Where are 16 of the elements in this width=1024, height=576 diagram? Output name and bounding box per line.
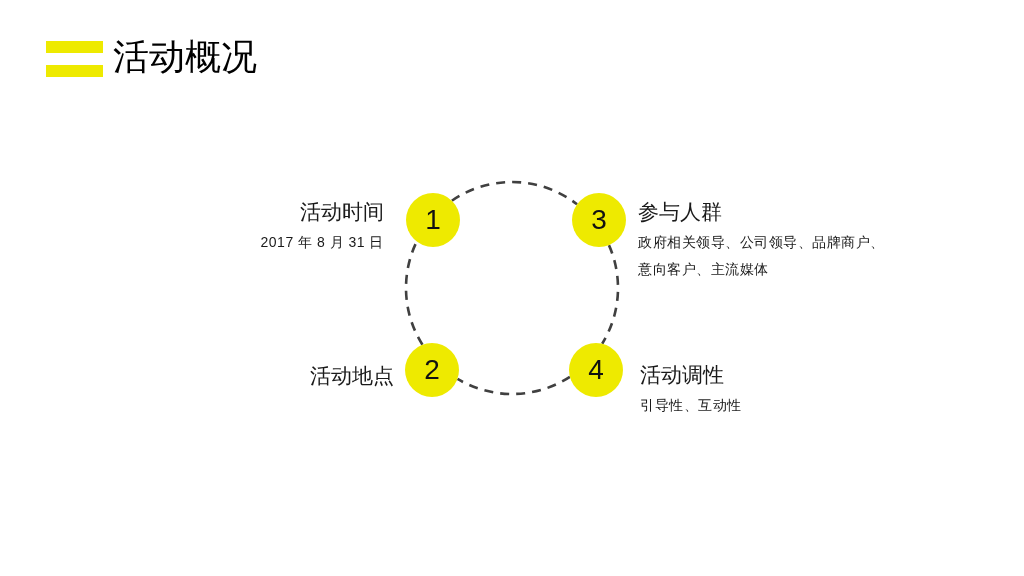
connector-arc — [601, 244, 620, 345]
item-description: 2017 年 8 月 31 日 — [260, 232, 384, 252]
item-description: 引导性、互动性 — [640, 395, 743, 415]
title: 活动概况 — [113, 35, 257, 79]
item-heading: 参与人群 — [638, 199, 722, 226]
item-description: 政府相关领导、公司领导、品牌商户、意向客户、主流媒体 — [638, 232, 886, 279]
number-circle: 2 — [405, 343, 459, 397]
connector-arc — [456, 375, 571, 396]
item-heading: 活动调性 — [640, 362, 724, 389]
number-circle: 1 — [406, 193, 460, 247]
number-circle: 4 — [569, 343, 623, 397]
item-heading: 活动地点 — [310, 363, 394, 390]
connector-arc — [404, 241, 424, 346]
number-circle: 3 — [572, 193, 626, 247]
connector-arc — [451, 180, 578, 206]
item-heading: 活动时间 — [300, 199, 384, 226]
